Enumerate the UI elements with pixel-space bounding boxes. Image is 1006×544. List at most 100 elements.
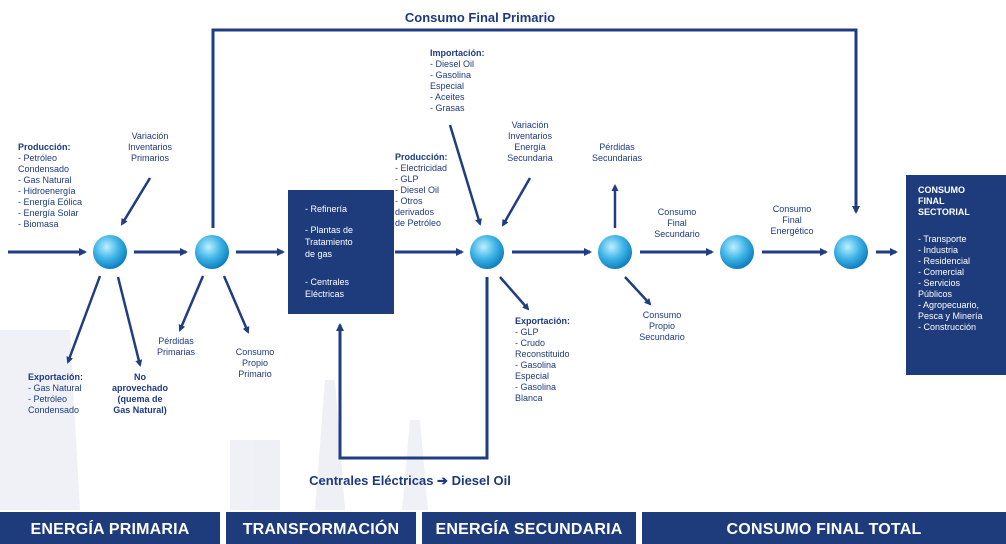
svg-text:- GLP: - GLP (515, 327, 539, 337)
node-energia-primaria (93, 235, 127, 269)
svg-text:- Agropecuario,: - Agropecuario, (918, 300, 979, 310)
svg-text:CONSUMO: CONSUMO (918, 185, 965, 195)
svg-text:- Petróleo: - Petróleo (18, 153, 57, 163)
svg-text:- Gasolina: - Gasolina (515, 382, 556, 392)
svg-text:- Comercial: - Comercial (918, 267, 964, 277)
svg-text:Primarias: Primarias (157, 347, 196, 357)
consumo-propio-primario-label: Consumo Propio Primario (236, 347, 275, 379)
svg-text:- Biomasa: - Biomasa (18, 219, 59, 229)
svg-text:Secundaria: Secundaria (507, 153, 553, 163)
produccion-primaria-label: Producción: - Petróleo Condensado - Gas … (18, 142, 82, 229)
svg-text:No: No (134, 372, 146, 382)
consumo-propio-secundario-label: Consumo Propio Secundario (639, 310, 685, 342)
svg-text:SECTORIAL: SECTORIAL (918, 207, 970, 217)
svg-text:Primario: Primario (238, 369, 272, 379)
svg-text:Final: Final (667, 218, 687, 228)
svg-text:- Electricidad: - Electricidad (395, 163, 447, 173)
variacion-primarios-label: Variación Inventarios Primarios (128, 131, 173, 163)
band-energia-secundaria (422, 512, 636, 544)
svg-text:(quema de: (quema de (117, 394, 162, 404)
svg-text:- Gasolina: - Gasolina (515, 360, 556, 370)
svg-text:Secundario: Secundario (639, 332, 685, 342)
svg-text:Exportación:: Exportación: (515, 316, 570, 326)
svg-text:Variación: Variación (132, 131, 169, 141)
svg-text:- Aceites: - Aceites (430, 92, 465, 102)
svg-text:de gas: de gas (305, 249, 333, 259)
svg-text:Eléctricas: Eléctricas (305, 289, 345, 299)
section-bands: ENERGÍA PRIMARIA TRANSFORMACIÓN ENERGÍA … (0, 512, 1006, 544)
svg-text:derivados: derivados (395, 207, 435, 217)
svg-text:- Diesel Oil: - Diesel Oil (395, 185, 439, 195)
transformacion-items: - Refinería - Plantas de Tratamiento de … (305, 204, 353, 299)
node-oferta-secundaria (598, 235, 632, 269)
svg-text:- Transporte: - Transporte (918, 234, 967, 244)
svg-text:Final: Final (782, 215, 802, 225)
consumo-sectorial-title: CONSUMO FINAL SECTORIAL (918, 185, 970, 217)
svg-text:- Energía Solar: - Energía Solar (18, 208, 79, 218)
top-flow-label: Consumo Final Primario (405, 10, 555, 25)
band-energia-primaria (0, 512, 220, 544)
svg-text:- Industria: - Industria (918, 245, 958, 255)
svg-text:Inventarios: Inventarios (128, 142, 173, 152)
importacion-label: Importación: - Diesel Oil - Gasolina Esp… (430, 48, 485, 113)
produccion-secundaria-label: Producción: - Electricidad - GLP - Diese… (395, 152, 448, 228)
node-consumo-energetico (720, 235, 754, 269)
node-oferta-primaria (195, 235, 229, 269)
flow-nodes (93, 235, 868, 269)
svg-text:Consumo: Consumo (643, 310, 682, 320)
consumo-sectorial-items: - Transporte - Industria - Residencial -… (918, 234, 983, 332)
perdidas-primarias-label: Pérdidas Primarias (157, 336, 196, 357)
svg-text:- Diesel Oil: - Diesel Oil (430, 59, 474, 69)
svg-text:Consumo: Consumo (658, 207, 697, 217)
svg-text:Públicos: Públicos (918, 289, 953, 299)
svg-text:- Gasolina: - Gasolina (430, 70, 471, 80)
background-watermark (0, 330, 428, 510)
variacion-secundaria-label: Variación Inventarios Energía Secundaria (507, 120, 553, 163)
svg-text:Secundarias: Secundarias (592, 153, 643, 163)
svg-text:Energético: Energético (770, 226, 813, 236)
svg-text:- Energía Eólica: - Energía Eólica (18, 197, 82, 207)
consumo-final-secundario-label: Consumo Final Secundario (654, 207, 700, 239)
svg-text:- Grasas: - Grasas (430, 103, 465, 113)
svg-text:Secundario: Secundario (654, 229, 700, 239)
svg-text:Consumo: Consumo (236, 347, 275, 357)
svg-text:Producción:: Producción: (18, 142, 71, 152)
svg-text:Condensado: Condensado (18, 164, 69, 174)
svg-text:Exportación:: Exportación: (28, 372, 83, 382)
svg-text:- Refinería: - Refinería (305, 204, 347, 214)
side-arrows (66, 124, 652, 367)
bottom-flow-label: Centrales Eléctricas ➔ Diesel Oil (309, 473, 511, 488)
svg-text:Consumo: Consumo (773, 204, 812, 214)
svg-text:de Petróleo: de Petróleo (395, 218, 441, 228)
svg-text:- Plantas de: - Plantas de (305, 225, 353, 235)
svg-text:Gas Natural): Gas Natural) (113, 405, 167, 415)
svg-text:Inventarios: Inventarios (508, 131, 553, 141)
svg-text:Importación:: Importación: (430, 48, 485, 58)
svg-text:Condensado: Condensado (28, 405, 79, 415)
svg-text:Tratamiento: Tratamiento (305, 237, 353, 247)
consumo-final-energetico-label: Consumo Final Energético (770, 204, 813, 236)
band-consumo-final-total-label: CONSUMO FINAL TOTAL (727, 521, 922, 538)
svg-text:- Centrales: - Centrales (305, 277, 350, 287)
svg-text:- Hidroenergía: - Hidroenergía (18, 186, 76, 196)
svg-text:Energía: Energía (514, 142, 546, 152)
svg-text:Blanca: Blanca (515, 393, 543, 403)
svg-text:- Servicios: - Servicios (918, 278, 961, 288)
band-transformacion (226, 512, 416, 544)
svg-text:Propio: Propio (649, 321, 675, 331)
svg-text:Producción:: Producción: (395, 152, 448, 162)
band-energia-secundaria-label: ENERGÍA SECUNDARIA (435, 519, 622, 538)
node-consumo-final (834, 235, 868, 269)
svg-text:- Otros: - Otros (395, 196, 423, 206)
band-consumo-final-total (642, 512, 1006, 544)
transformacion-box (288, 190, 394, 314)
svg-text:- Petróleo: - Petróleo (28, 394, 67, 404)
band-transformacion-label: TRANSFORMACIÓN (243, 519, 400, 538)
top-flow-line (211, 28, 860, 228)
svg-text:- GLP: - GLP (395, 174, 419, 184)
svg-text:Especial: Especial (515, 371, 549, 381)
svg-text:aprovechado: aprovechado (112, 383, 169, 393)
svg-text:Especial: Especial (430, 81, 464, 91)
consumo-sectorial-box (906, 175, 1006, 375)
node-energia-secundaria (470, 235, 504, 269)
